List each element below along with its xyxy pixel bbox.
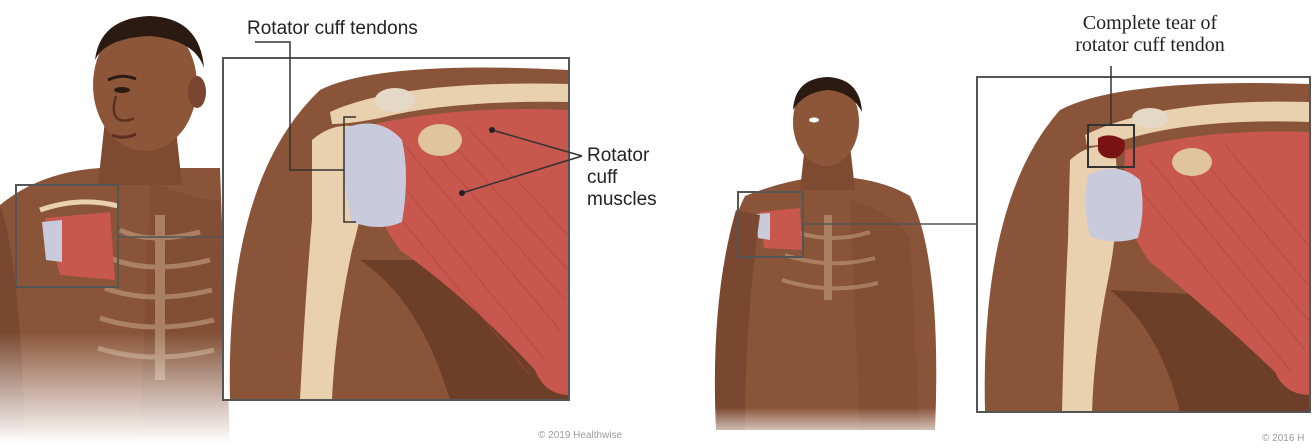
right-zoom-joint-head <box>1132 108 1168 128</box>
rotator-cuff-muscles-label: Rotator cuff muscles <box>587 145 657 211</box>
left-zoom-coracoid <box>418 124 462 156</box>
right-man-figure <box>700 77 950 443</box>
right-zoom-panel <box>977 77 1310 412</box>
right-zoom-tendons <box>1085 169 1142 242</box>
left-man-figure <box>0 0 230 443</box>
tear-label-line-2: rotator cuff tendon <box>1035 34 1265 56</box>
right-zoom-coracoid <box>1172 148 1212 176</box>
left-zoom-panel <box>223 58 569 400</box>
rotator-cuff-tendons-label: Rotator cuff tendons <box>247 18 418 40</box>
left-zoom-joint-head <box>375 88 415 112</box>
complete-tear-label: Complete tear of rotator cuff tendon <box>1035 12 1265 56</box>
left-copyright: © 2019 Healthwise <box>538 430 622 441</box>
muscles-pointer-dot-2 <box>459 190 465 196</box>
muscles-pointer-dot-1 <box>489 127 495 133</box>
right-eye <box>809 118 819 123</box>
muscles-label-line-1: Rotator <box>587 145 657 167</box>
right-copyright: © 2016 H <box>1262 433 1304 444</box>
left-zoom-tendons <box>344 124 406 227</box>
tear-label-line-1: Complete tear of <box>1035 12 1265 34</box>
muscles-label-line-2: cuff <box>587 167 657 189</box>
muscles-label-line-3: muscles <box>587 189 657 211</box>
